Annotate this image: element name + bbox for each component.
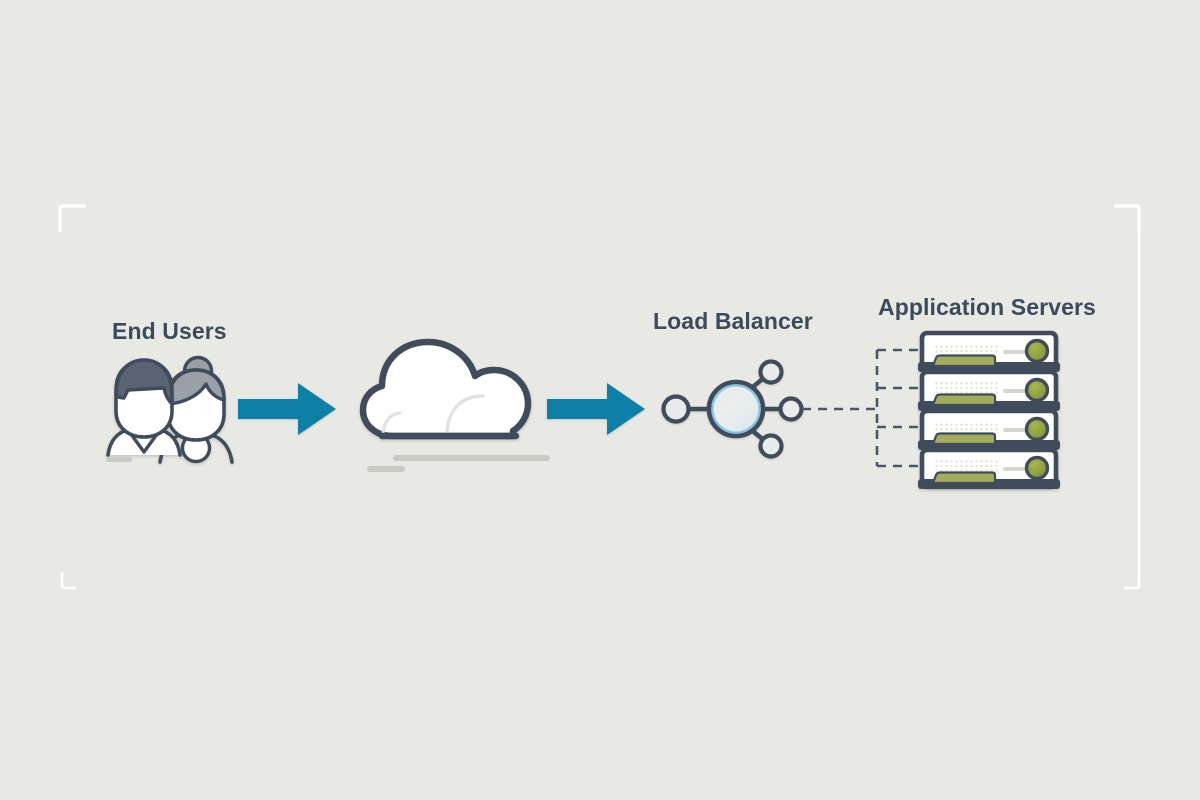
user-figure-left: [106, 358, 182, 457]
server-status-led-3: [1024, 416, 1050, 442]
load-balancer-node-icon: [661, 359, 804, 459]
lb-hub-node: [706, 379, 766, 439]
server-status-led-1: [1024, 338, 1050, 364]
lb-hub-highlight: [711, 384, 761, 434]
server-status-led-2: [1024, 377, 1050, 403]
cloud-ground-line-short: [367, 466, 405, 472]
server-connector-line-4: [1003, 467, 1028, 471]
label-end-users: End Users: [112, 318, 227, 344]
server-vent-1: [935, 343, 1000, 355]
server-unit-2: [918, 369, 1060, 412]
server-vent-4: [935, 460, 1000, 472]
server-status-led-4: [1024, 455, 1050, 481]
frame-corner-bottom-right: [1124, 578, 1141, 590]
frame-corner-top-left: [58, 204, 86, 232]
server-connector-line-1: [1003, 350, 1028, 354]
lb-output-node-top: [758, 359, 784, 385]
server-vent-2: [935, 382, 1000, 394]
label-application-servers: Application Servers: [878, 294, 1096, 320]
lb-input-node: [661, 394, 691, 424]
server-vent-3: [935, 421, 1000, 433]
server-bar-3: [931, 432, 997, 446]
users-icon: [106, 355, 234, 464]
server-bar-1: [931, 354, 997, 368]
server-unit-1: [918, 330, 1060, 373]
corner-bracket-frame: [58, 204, 1141, 590]
server-bar-2: [931, 393, 997, 407]
arrow-cloud-to-load-balancer: [547, 383, 645, 435]
cloud-ground-line-long: [393, 455, 550, 461]
frame-corner-top-right: [1114, 204, 1141, 232]
lb-output-node-bottom: [758, 433, 784, 459]
users-ground-dash: [106, 457, 132, 462]
server-bar-4: [931, 471, 997, 485]
server-unit-3: [918, 408, 1060, 451]
server-connector-line-3: [1003, 428, 1028, 432]
cloud-icon: [359, 338, 532, 440]
dashed-branch-connector: [802, 348, 921, 468]
lb-output-node-middle: [778, 396, 804, 422]
label-load-balancer: Load Balancer: [653, 308, 813, 334]
user-figure-right: [158, 355, 234, 464]
frame-corner-bottom-left: [60, 572, 76, 590]
server-stack-icon: [918, 330, 1060, 490]
server-unit-4: [918, 447, 1060, 490]
arrow-users-to-cloud: [238, 383, 336, 435]
server-connector-line-2: [1003, 389, 1028, 393]
